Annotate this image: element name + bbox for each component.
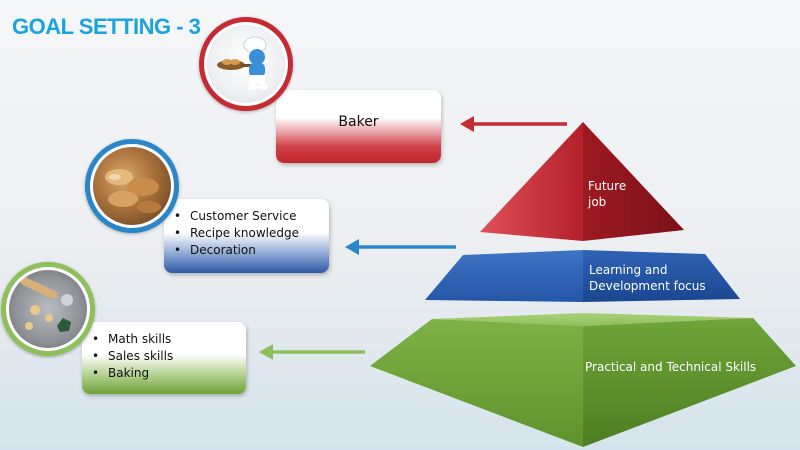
pyramid-top-right-face (583, 122, 684, 241)
pyramid-middle-left-face (425, 250, 583, 302)
pyramid-top-left-face (480, 122, 583, 241)
list-item: Customer Service (174, 208, 329, 225)
pyramid-bottom-top-face (432, 313, 753, 326)
pyramid-label-future-job: Future job (588, 179, 627, 209)
box-baker-text: Baker (338, 113, 379, 130)
pyramid-middle-right-face (583, 250, 740, 302)
box-skills: Math skills Sales skills Baking (82, 322, 246, 394)
pyramid-label-learning: Learning and Development focus (589, 263, 706, 293)
list-item: Recipe knowledge (174, 225, 329, 242)
pyramid-label-practical: Practical and Technical Skills (585, 360, 757, 374)
baking-tools-image (1, 262, 95, 356)
learning-bullets: Customer Service Recipe knowledge Decora… (164, 199, 329, 259)
smurf-baker-image (199, 17, 293, 111)
pyramid-bottom-right-face (583, 318, 796, 447)
box-baker: Baker (276, 90, 441, 163)
pyramid-bottom-left-face (370, 319, 583, 447)
skills-bullets: Math skills Sales skills Baking (82, 322, 246, 382)
box-learning: Customer Service Recipe knowledge Decora… (164, 199, 329, 273)
pastries-image (85, 139, 179, 233)
list-item: Decoration (174, 242, 329, 259)
arrow-green (259, 344, 365, 360)
list-item: Baking (92, 365, 246, 382)
arrow-blue (345, 239, 456, 255)
page-title: GOAL SETTING - 3 (12, 14, 201, 39)
arrow-red (460, 116, 567, 132)
list-item: Sales skills (92, 348, 246, 365)
list-item: Math skills (92, 331, 246, 348)
